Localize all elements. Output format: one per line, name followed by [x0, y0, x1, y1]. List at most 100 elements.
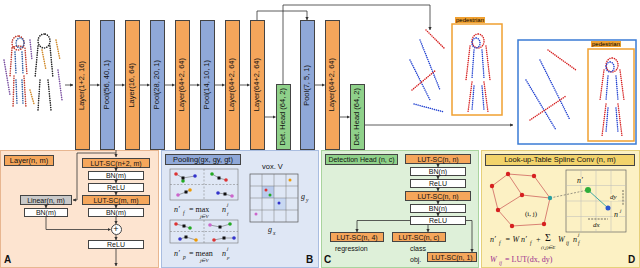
node-label: Linear(n, m)	[27, 197, 65, 204]
formula-term: p	[227, 255, 230, 260]
connector-arrow	[115, 85, 125, 86]
data-flow-arrow	[365, 125, 514, 126]
formula-term: j∈V	[200, 258, 208, 263]
formula-term: ij	[499, 261, 502, 267]
formula-term: W	[558, 236, 565, 244]
connector-arrow	[90, 85, 100, 86]
connector-arrow	[257, 11, 307, 20]
panel: D Look-up-Table Spline Conv (n, m)	[481, 150, 640, 268]
linear-box: Linear(n, m)	[20, 195, 72, 205]
layer-bar: Layer(1+2, 16)	[75, 20, 90, 150]
node-label: BN(n)	[429, 205, 447, 212]
pool-bar: Pool(56, 40, 1)	[100, 20, 115, 150]
formula-term: (i,j)∈E	[541, 245, 555, 250]
input-event-cloud	[30, 40, 60, 104]
node-label: BN(m)	[106, 209, 126, 216]
pool-bar: Pool(28, 20, 1)	[150, 20, 165, 150]
formula-term: = max	[189, 206, 209, 214]
formula-term: j	[227, 202, 228, 207]
node-label: BN(m)	[106, 172, 126, 179]
input-event-cloud	[35, 34, 53, 110]
node-label: LUT-SC(n, c)	[399, 234, 440, 241]
detection-output	[526, 60, 570, 130]
formula-term: = W n′	[505, 236, 527, 244]
bounding-box	[588, 49, 634, 141]
formula-term: y	[306, 198, 308, 204]
annotation-label: class	[410, 245, 426, 252]
detection-output	[472, 38, 484, 110]
formula-term: f	[227, 211, 228, 216]
node-label: Det. Head (64, 2)	[353, 88, 361, 146]
formula-term: n′	[174, 206, 180, 214]
formula-term: g	[301, 193, 305, 201]
formula-term: j	[578, 232, 579, 237]
connector-arrow	[265, 117, 276, 118]
detection-output	[606, 62, 618, 132]
node-label: LUT-SC(n, 4)	[336, 234, 377, 241]
formula-term: f	[530, 241, 532, 247]
formula-term: ij	[566, 241, 569, 247]
block-header: Detection Head (n, c)	[325, 154, 398, 165]
formula-term: g	[268, 226, 272, 234]
node-label: Layer(n, m)	[10, 157, 48, 165]
formula-term: x	[273, 231, 275, 237]
norm-box: BN(m)	[24, 208, 68, 217]
node-label: Layer(64+2, 64)	[228, 58, 236, 111]
node-label: Layer(64+2, 64)	[253, 58, 261, 111]
formula-term: = LUT(dx, dy)	[505, 256, 552, 264]
input-event-cloud	[4, 34, 62, 110]
formula-term: j	[619, 208, 622, 213]
bounding-box	[518, 40, 636, 144]
detection-output	[530, 50, 576, 120]
annotation-label: vox. V	[262, 163, 283, 171]
node-label: LUT-SC(n, n)	[417, 156, 458, 163]
node-label: ReLU	[429, 217, 447, 224]
node-label: LUT-SC(m, m)	[93, 197, 138, 204]
node-label: Layer(64+2, 64)	[328, 58, 336, 111]
detection-output	[600, 58, 624, 136]
formula-term: = mean	[189, 250, 213, 258]
node-label: LUT-SC(n, 1)	[431, 254, 472, 261]
node-label: Pooling(gx, gy, gt)	[173, 156, 233, 164]
panel-letter: A	[4, 255, 11, 265]
conv-box: LUT-SC(n, 4)	[330, 232, 384, 242]
formula-term: n′	[576, 177, 584, 185]
formula-term: n	[222, 250, 226, 258]
block-header: Layer(n, m)	[4, 155, 54, 166]
annotation-label: regression	[335, 245, 368, 252]
node-label: +	[113, 225, 118, 234]
det-head-bar: Det. Head (64, 2)	[276, 84, 291, 150]
activation-box: ReLU	[410, 179, 466, 188]
conv-box: LUT-SC(n, c)	[392, 232, 446, 242]
node-label: Pool(14, 10, 1)	[203, 60, 211, 109]
node-label: ReLU	[107, 241, 125, 248]
conv-box: LUT-SC(n+2, m)	[82, 158, 150, 168]
panel-letter: D	[628, 255, 635, 265]
panel-letter: C	[324, 255, 331, 265]
node-label: Look-up-Table Spline Conv (n, m)	[504, 156, 616, 164]
annotation-label: pedestrian	[455, 17, 485, 23]
layer-bar: Layer(64+2, 64)	[250, 20, 265, 150]
node-label: Pool(7, 5, 1)	[303, 65, 311, 106]
connector-arrow	[240, 85, 250, 86]
block-header: Look-up-Table Spline Conv (n, m)	[485, 154, 635, 166]
formula-term: (i, j)	[524, 211, 538, 218]
panel: BPooling(gx, gy, gt)	[161, 150, 319, 268]
panel: A Layer(n, m) LUT-SC(n+2, m) BN(m) ReLU LUT-S…	[0, 150, 159, 268]
formula-term: p	[183, 255, 186, 261]
activation-box: ReLU	[410, 216, 466, 225]
formula-term: dy	[609, 194, 618, 201]
layer-bar: Layer(64+2, 64)	[175, 20, 190, 150]
bounding-box	[452, 24, 502, 115]
formula-term: j∈V	[200, 214, 208, 219]
block-header: Pooling(gx, gy, gt)	[165, 154, 241, 165]
formula-term: f	[499, 241, 501, 247]
conv-box: LUT-SC(n, 1)	[427, 252, 477, 262]
node-label: ReLU	[107, 184, 125, 191]
formula-term: Σ	[545, 233, 551, 243]
connector-arrow	[140, 85, 150, 86]
norm-box: BN(n)	[410, 204, 466, 213]
input-event-cloud	[4, 40, 62, 100]
node-label: Detection Head (n, c)	[328, 156, 394, 163]
